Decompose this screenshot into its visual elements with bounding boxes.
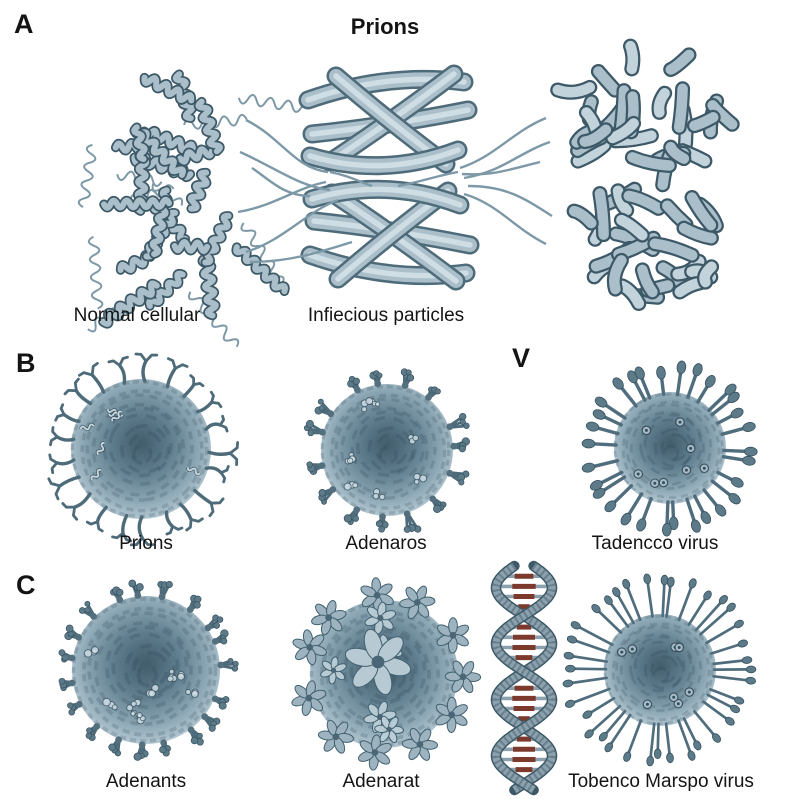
connecting-strands xyxy=(237,116,553,264)
caption-normal-cellular: Normal cellular xyxy=(73,305,201,326)
caption-tadencco-virus: Tadencco virus xyxy=(591,533,719,554)
dna-helix xyxy=(490,560,558,796)
figure-title: Prions xyxy=(350,14,420,39)
panel-b-label: B xyxy=(16,348,36,378)
virus-adenants xyxy=(58,579,239,761)
panel-v-label: V xyxy=(512,343,531,373)
panel-a-illustration xyxy=(77,38,740,348)
caption-prions-particle: Prions xyxy=(119,533,173,554)
globular-mass-top-right xyxy=(550,38,740,193)
virus-adenaros xyxy=(303,368,470,533)
caption-infiecious-particles: Infiecious particles xyxy=(307,305,465,326)
globular-mass-bottom-right xyxy=(566,181,724,311)
ribbon-structure-bottom-left xyxy=(87,183,290,348)
caption-adenants: Adenants xyxy=(105,771,187,792)
panel-c-label: C xyxy=(16,570,36,600)
virus-tadencco xyxy=(581,360,758,537)
rod-bundle-bottom xyxy=(300,179,480,291)
caption-adenarat: Adenarat xyxy=(342,771,420,792)
panel-a-label: A xyxy=(14,9,34,39)
ribbon-structure-top-left xyxy=(77,69,311,216)
virus-tobenco xyxy=(562,573,757,767)
caption-adenaros: Adenaros xyxy=(345,533,427,554)
virus-prions xyxy=(47,352,239,547)
rod-bundle-top xyxy=(298,64,478,176)
caption-tobenco-marspo-virus: Tobenco Marspo virus xyxy=(568,771,754,792)
virus-adenarat xyxy=(291,577,482,771)
